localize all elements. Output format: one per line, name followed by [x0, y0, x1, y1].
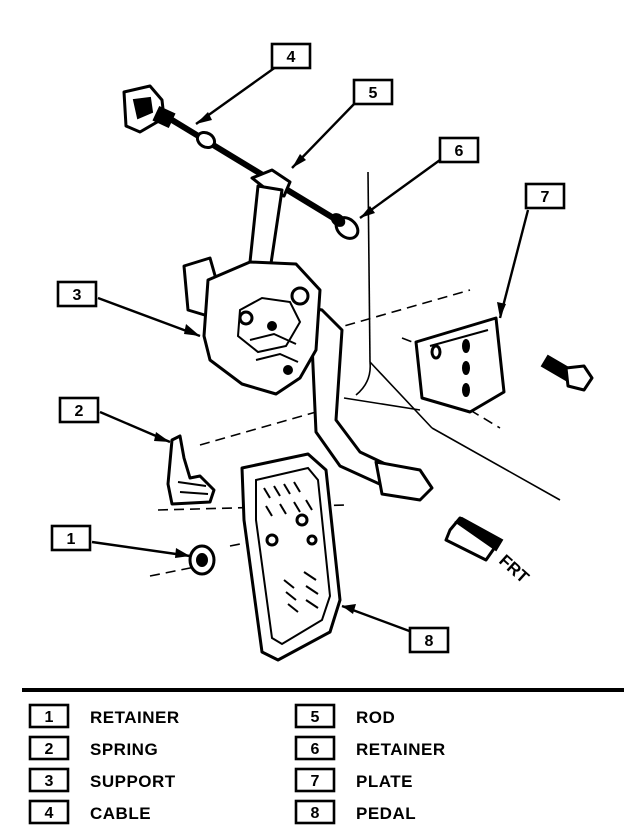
- legend-item-8-number: 8: [311, 805, 320, 822]
- legend-item-4-label: CABLE: [90, 804, 151, 823]
- legend-item-3-label: SUPPORT: [90, 772, 176, 791]
- callout-5: 5: [352, 78, 394, 106]
- callout-1: 1: [50, 524, 92, 552]
- callout-8-number: 8: [425, 633, 434, 650]
- pedal-part: [240, 452, 342, 662]
- legend-item-5-number: 5: [311, 709, 320, 726]
- callout-8: 8: [408, 626, 450, 654]
- callout-3: 3: [56, 280, 98, 308]
- legend-item-1-number: 1: [45, 709, 54, 726]
- legend-item-7-label: PLATE: [356, 772, 413, 791]
- legend-item-7: 7 PLATE: [294, 767, 413, 793]
- callout-5-number: 5: [369, 85, 378, 102]
- legend-item-6-number: 6: [311, 741, 320, 758]
- callout-7-number: 7: [541, 189, 550, 206]
- legend-item-6: 6 RETAINER: [294, 735, 446, 761]
- spring-part: [166, 434, 216, 506]
- callout-6-number: 6: [455, 143, 464, 160]
- legend: 1 RETAINER 2 SPRING 3 SUPPORT 4 CABLE 5 …: [28, 703, 446, 825]
- callout-4: 4: [270, 42, 312, 70]
- legend-item-1: 1 RETAINER: [28, 703, 180, 729]
- firewall-outline: [149, 171, 561, 577]
- callout-2: 2: [58, 396, 100, 424]
- retainer-lower-part: [188, 544, 216, 576]
- legend-item-2-number: 2: [45, 741, 54, 758]
- callout-7: 7: [524, 182, 566, 210]
- legend-item-3: 3 SUPPORT: [28, 767, 176, 793]
- bolt-part: [540, 354, 594, 392]
- callout-3-number: 3: [73, 287, 82, 304]
- legend-item-1-label: RETAINER: [90, 708, 180, 727]
- legend-item-8-label: PEDAL: [356, 804, 416, 823]
- forward-arrow-icon: [444, 516, 504, 562]
- callout-1-number: 1: [67, 531, 76, 548]
- forward-direction-label: FRT: [495, 551, 533, 588]
- legend-item-4-number: 4: [45, 805, 54, 822]
- leader-lines: [91, 63, 530, 634]
- legend-item-3-number: 3: [45, 773, 54, 790]
- callout-2-number: 2: [75, 403, 84, 420]
- legend-item-8: 8 PEDAL: [294, 799, 416, 825]
- legend-item-4: 4 CABLE: [28, 799, 151, 825]
- legend-item-2: 2 SPRING: [28, 735, 158, 761]
- plate-part: [414, 316, 506, 414]
- support-part: [182, 256, 322, 396]
- callout-4-number: 4: [287, 49, 296, 66]
- legend-item-5-label: ROD: [356, 708, 395, 727]
- legend-item-2-label: SPRING: [90, 740, 158, 759]
- callout-6: 6: [438, 136, 480, 164]
- legend-item-6-label: RETAINER: [356, 740, 446, 759]
- retainer-upper-part: [330, 213, 360, 240]
- legend-item-7-number: 7: [311, 773, 320, 790]
- cable-part: [122, 84, 342, 225]
- legend-item-5: 5 ROD: [294, 703, 395, 729]
